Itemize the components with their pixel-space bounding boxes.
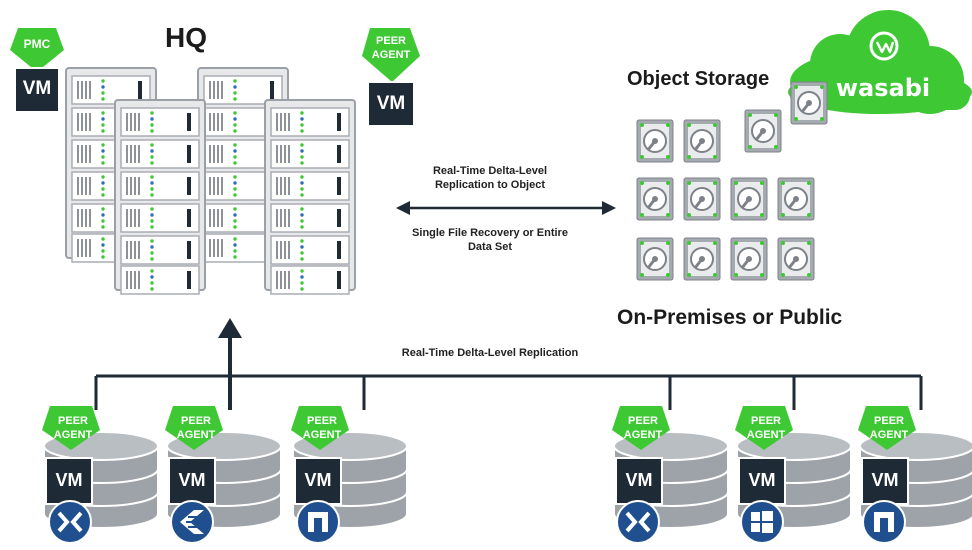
site-peer-agent-label: PEER AGENT (869, 415, 909, 441)
hq-peer-agent-label: PEER AGENT (371, 35, 411, 61)
hq-server-rack (115, 100, 205, 294)
netapp-icon (862, 500, 906, 544)
hq-peer-vm (367, 81, 415, 127)
replication-double-arrow (396, 201, 616, 215)
site-vm-label: VM (748, 470, 776, 490)
netapp-icon (296, 500, 340, 544)
site-peer-agent-label: PEER AGENT (53, 415, 93, 441)
site-connector-lines (94, 374, 923, 410)
replication-to-object-label: Real-Time Delta-Level Replication to Obj… (432, 165, 548, 191)
site-peer-agent-label: PEER AGENT (746, 415, 786, 441)
hq-title: HQ (165, 22, 207, 53)
hq-pmc-vm-label: VM (22, 78, 52, 99)
wasabi-logo-icon (869, 31, 899, 61)
site-peer-agent-label: PEER AGENT (623, 415, 663, 441)
hq-server-rack (265, 100, 355, 294)
nutanix-icon (616, 500, 660, 544)
on-premises-label: On-Premises or Public (617, 306, 843, 329)
site-vm-label: VM (55, 470, 83, 490)
site-vm-label: VM (178, 470, 206, 490)
hq-pmc-vm (14, 67, 60, 113)
pmc-badge-label: PMC (23, 37, 51, 51)
site-replication-label: Real-Time Delta-Level Replication (401, 347, 579, 359)
up-arrow (218, 318, 242, 410)
object-storage-title: Object Storage (627, 68, 770, 90)
wasabi-cloud (788, 10, 972, 114)
pmc-badge (10, 28, 64, 72)
wasabi-brand: wasabi (835, 74, 931, 102)
site-vm-label: VM (871, 470, 899, 490)
hq-peer-vm-label: VM (376, 93, 406, 114)
windows-icon (740, 500, 784, 544)
nutanix-icon (48, 500, 92, 544)
site-vm-label: VM (625, 470, 653, 490)
object-storage-disks (635, 80, 829, 282)
recovery-label: Single File Recovery or Entire Data Set (412, 227, 568, 253)
emc-isilon-icon (170, 500, 214, 544)
hq-peer-agent-badge (362, 28, 420, 82)
site-vm-label: VM (304, 470, 332, 490)
site-peer-agent-label: PEER AGENT (302, 415, 342, 441)
site-peer-agent-label: PEER AGENT (176, 415, 216, 441)
